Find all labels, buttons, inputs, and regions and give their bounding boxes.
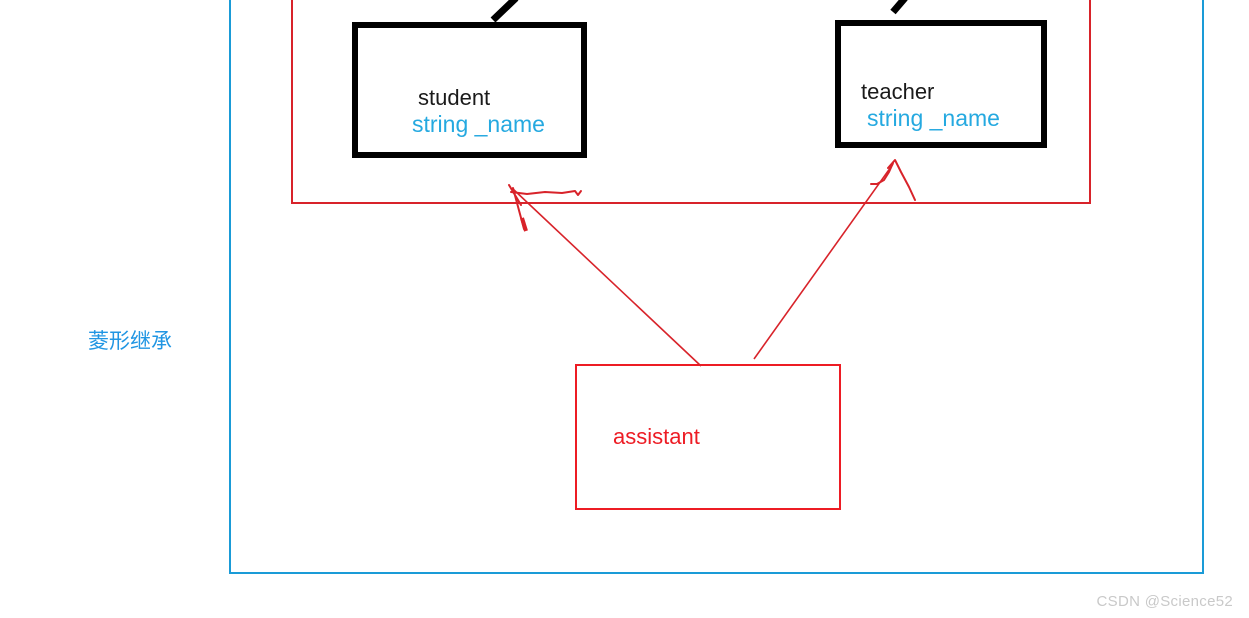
- class-name-assistant: assistant: [613, 424, 700, 450]
- annotation-diamond-inheritance: 菱形继承: [88, 329, 172, 353]
- class-name-student: student: [418, 84, 491, 110]
- class-box-teacher[interactable]: teacher string _name: [835, 20, 1047, 148]
- class-box-student[interactable]: student string _name: [352, 22, 587, 158]
- slide-frame: [229, 0, 1204, 574]
- class-member-student: string _name: [412, 110, 545, 137]
- class-member-teacher: string _name: [867, 104, 1000, 131]
- class-name-teacher: teacher: [861, 78, 935, 104]
- class-box-assistant[interactable]: assistant: [575, 364, 841, 510]
- watermark: CSDN @Science52: [1096, 593, 1233, 610]
